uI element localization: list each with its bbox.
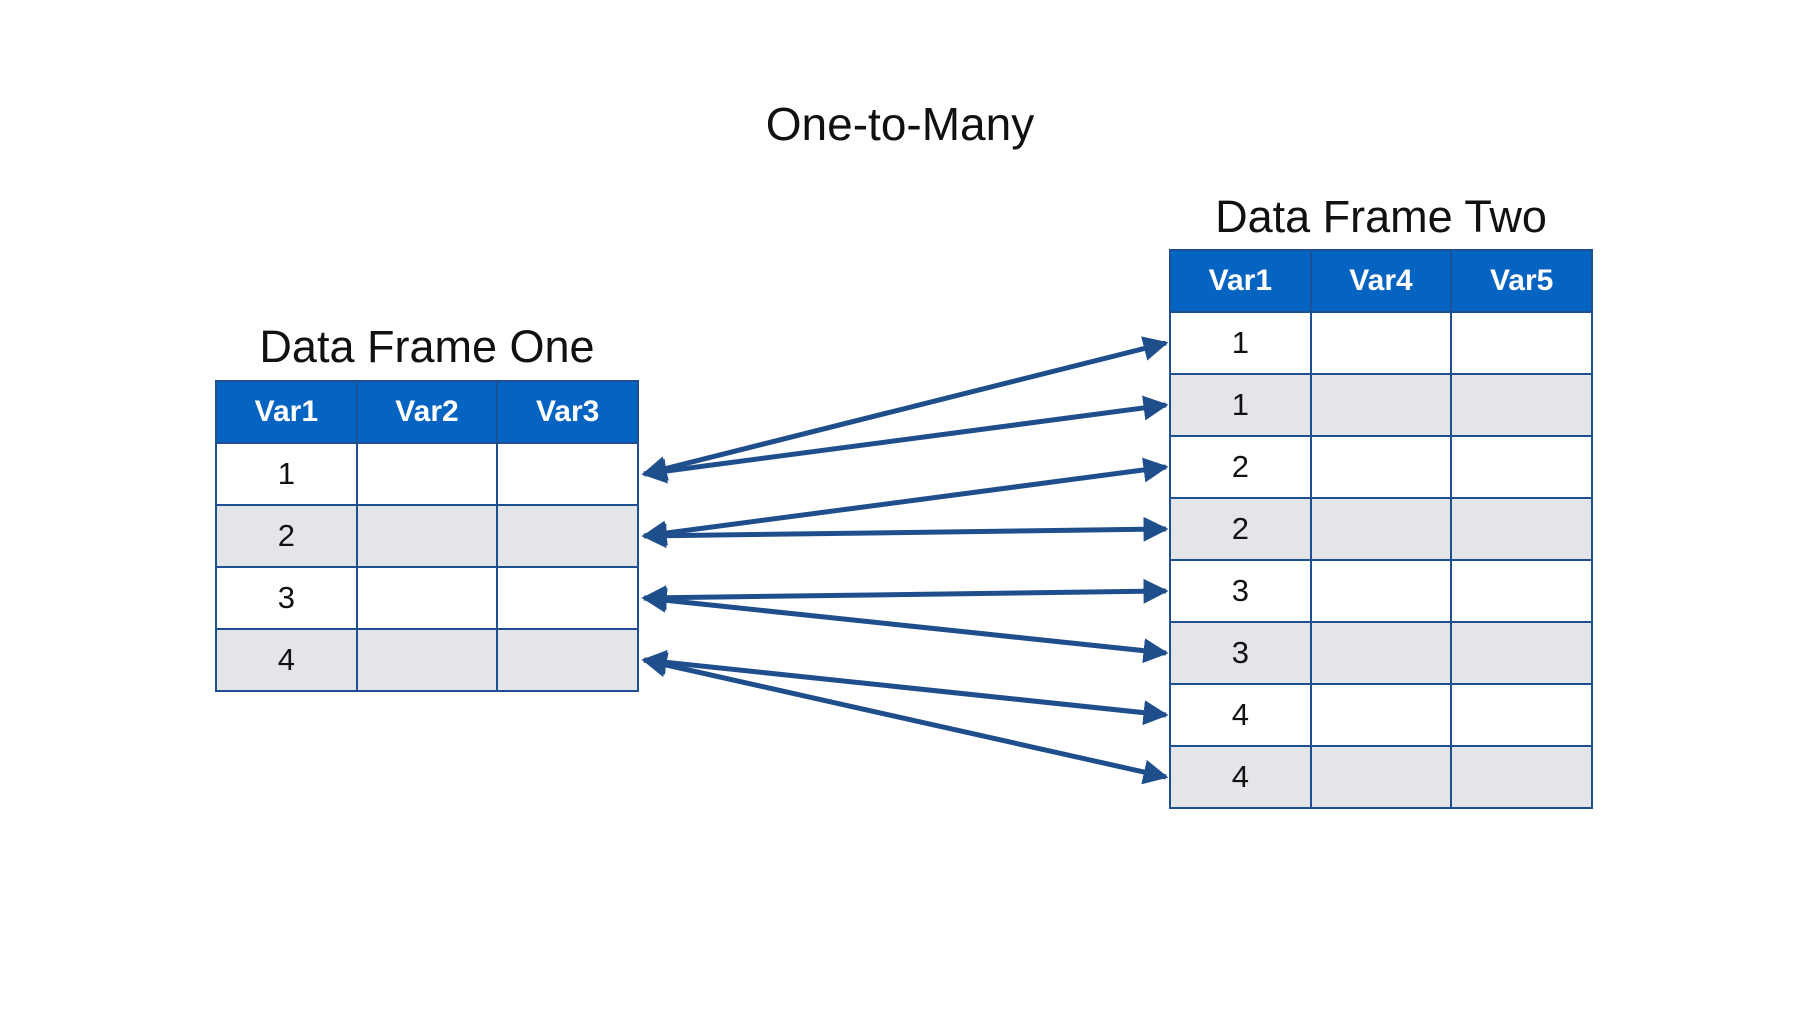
table-row: 4 <box>1169 683 1593 747</box>
table-row: 1 <box>1169 311 1593 375</box>
table-cell <box>1450 311 1593 375</box>
table-cell: 1 <box>1169 373 1312 437</box>
diagram-title: One-to-Many <box>765 98 1035 150</box>
table-cell: 4 <box>1169 683 1312 747</box>
table-cell: 2 <box>1169 435 1312 499</box>
link-arrow <box>641 578 1169 611</box>
table-cell: 2 <box>215 504 358 568</box>
frame-one-title: Data Frame One <box>259 321 595 372</box>
table-cell <box>1309 621 1453 685</box>
link-arrow <box>641 516 1169 549</box>
frame-two-header-var4: Var4 <box>1309 249 1453 313</box>
frame-two-header-var5: Var5 <box>1450 249 1593 313</box>
table-cell <box>1309 373 1453 437</box>
table-cell <box>355 504 499 568</box>
table-cell <box>1450 745 1593 809</box>
frame-one-table: Var1 Var2 Var3 1 2 3 4 <box>215 380 639 692</box>
table-cell: 3 <box>1169 559 1312 623</box>
table-cell: 3 <box>215 566 358 630</box>
table-row: 2 <box>215 504 639 568</box>
table-cell: 4 <box>1169 745 1312 809</box>
table-cell <box>496 566 639 630</box>
table-cell: 1 <box>215 442 358 506</box>
table-cell <box>1309 683 1453 747</box>
table-cell <box>355 566 499 630</box>
link-arrow <box>641 395 1169 484</box>
table-cell <box>1450 683 1593 747</box>
table-cell: 3 <box>1169 621 1312 685</box>
link-arrow <box>641 652 1169 785</box>
link-arrow <box>641 587 1169 664</box>
table-cell <box>496 628 639 692</box>
table-row: 4 <box>1169 745 1593 809</box>
table-cell <box>355 442 499 506</box>
table-row: 3 <box>1169 559 1593 623</box>
link-arrow <box>641 649 1169 726</box>
table-cell <box>1450 373 1593 437</box>
table-row: 1 <box>215 442 639 506</box>
table-row: 3 <box>1169 621 1593 685</box>
frame-two-title: Data Frame Two <box>1215 191 1547 242</box>
table-cell <box>496 442 639 506</box>
frame-one-header-row: Var1 Var2 Var3 <box>215 380 639 444</box>
table-cell <box>1309 435 1453 499</box>
table-cell <box>1450 497 1593 561</box>
table-cell: 1 <box>1169 311 1312 375</box>
frame-one-header-var2: Var2 <box>355 380 499 444</box>
link-arrow <box>641 336 1169 481</box>
frame-two-header-var1: Var1 <box>1169 249 1312 313</box>
frame-two-table: Var1 Var4 Var5 1 1 2 2 3 <box>1169 249 1593 809</box>
table-cell <box>1450 559 1593 623</box>
table-cell: 2 <box>1169 497 1312 561</box>
table-row: 2 <box>1169 497 1593 561</box>
frame-two-header-row: Var1 Var4 Var5 <box>1169 249 1593 313</box>
table-row: 2 <box>1169 435 1593 499</box>
table-cell <box>496 504 639 568</box>
table-cell <box>355 628 499 692</box>
table-row: 3 <box>215 566 639 630</box>
table-cell <box>1309 311 1453 375</box>
table-cell <box>1309 745 1453 809</box>
frame-one-header-var1: Var1 <box>215 380 358 444</box>
table-cell: 4 <box>215 628 358 692</box>
table-cell <box>1450 621 1593 685</box>
table-row: 4 <box>215 628 639 692</box>
link-arrow <box>641 457 1169 546</box>
table-cell <box>1309 497 1453 561</box>
table-cell <box>1450 435 1593 499</box>
table-cell <box>1309 559 1453 623</box>
frame-one-header-var3: Var3 <box>496 380 639 444</box>
table-row: 1 <box>1169 373 1593 437</box>
